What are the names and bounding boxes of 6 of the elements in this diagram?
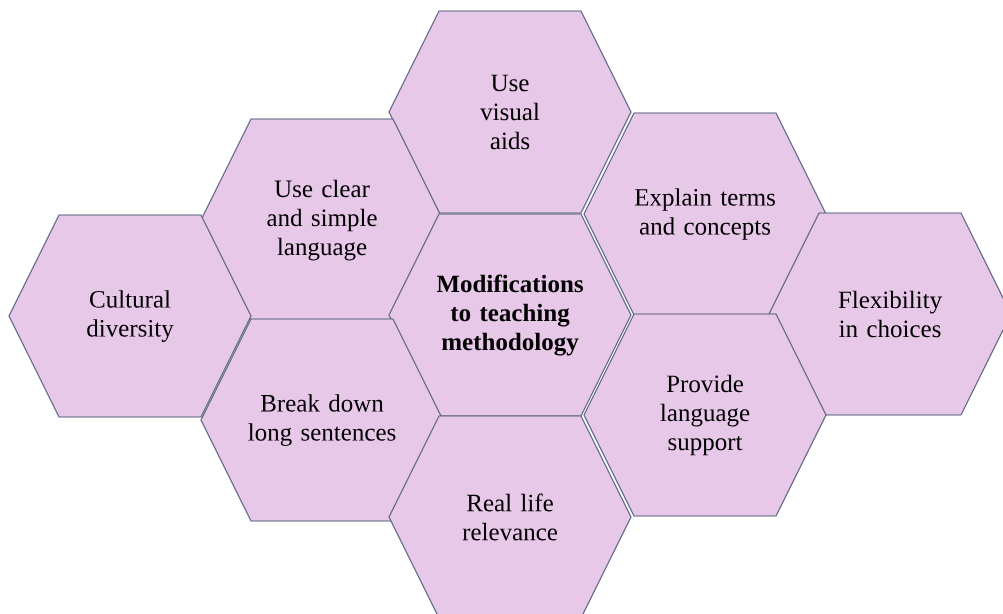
hexagon: Explain terms and concepts (583, 112, 827, 316)
hexagon: Provide language support (583, 313, 827, 517)
hexagon: Use visual aids (388, 10, 632, 214)
hexagon: Modifications to teaching methodology (388, 213, 632, 417)
node-label: Flexibility in choices (838, 290, 943, 338)
hexagon: Cultural diversity (8, 214, 252, 418)
